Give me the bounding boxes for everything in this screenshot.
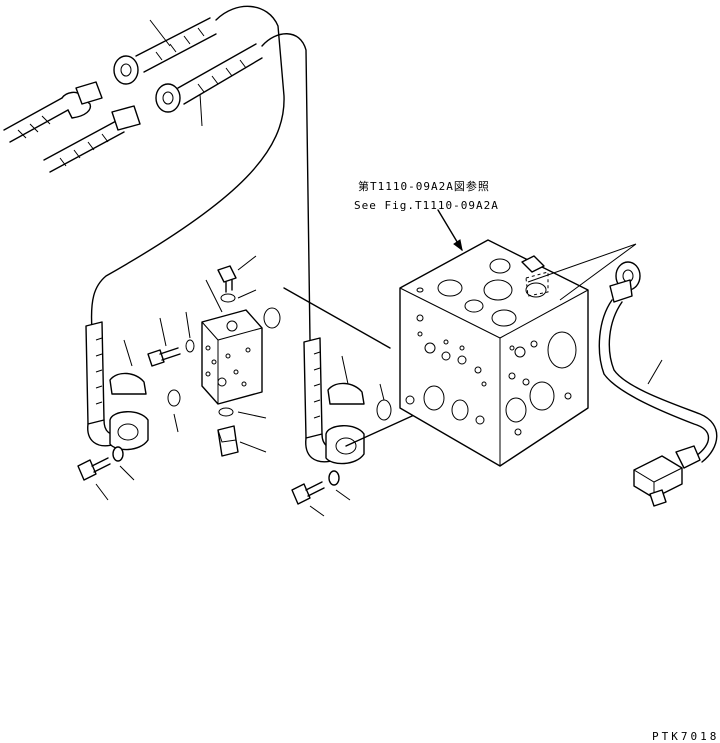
washer-icon xyxy=(185,339,195,353)
flange-clamp-icon xyxy=(109,372,149,451)
elbow-fitting-icon xyxy=(633,445,701,507)
bolt-icon xyxy=(147,347,181,367)
reference-label-en: See Fig.T1110-09A2A xyxy=(354,199,499,212)
hose-icon xyxy=(113,17,217,85)
left-hose-assembly xyxy=(77,321,149,501)
washer-icon xyxy=(328,470,340,486)
valve-block-icon xyxy=(201,309,263,405)
washer-icon xyxy=(112,446,124,462)
connector-icon xyxy=(217,425,239,457)
bolt-icon xyxy=(291,481,325,505)
bolt-icon xyxy=(77,457,111,481)
hose-icon xyxy=(155,43,263,113)
o-ring-icon xyxy=(263,307,281,329)
valve-block-icon xyxy=(399,239,589,467)
middle-hose-assembly xyxy=(291,337,501,517)
hose-icon xyxy=(303,337,323,439)
hose-icon xyxy=(85,321,105,425)
hose-icon xyxy=(3,81,103,143)
o-ring-icon xyxy=(376,399,392,421)
right-pipe-assembly xyxy=(527,243,718,507)
flange-clamp-icon xyxy=(325,382,365,465)
connector-icon xyxy=(609,261,641,303)
main-valve-block xyxy=(399,209,589,467)
small-valve-block xyxy=(147,255,391,457)
o-ring-icon xyxy=(167,293,236,417)
connector-icon xyxy=(217,265,237,293)
reference-label-jp: 第T1110-09A2A図参照 xyxy=(358,179,490,193)
drawing-code: PTK7018 xyxy=(652,730,719,743)
upper-hose-assembly xyxy=(3,5,311,341)
hose-icon xyxy=(43,105,141,173)
